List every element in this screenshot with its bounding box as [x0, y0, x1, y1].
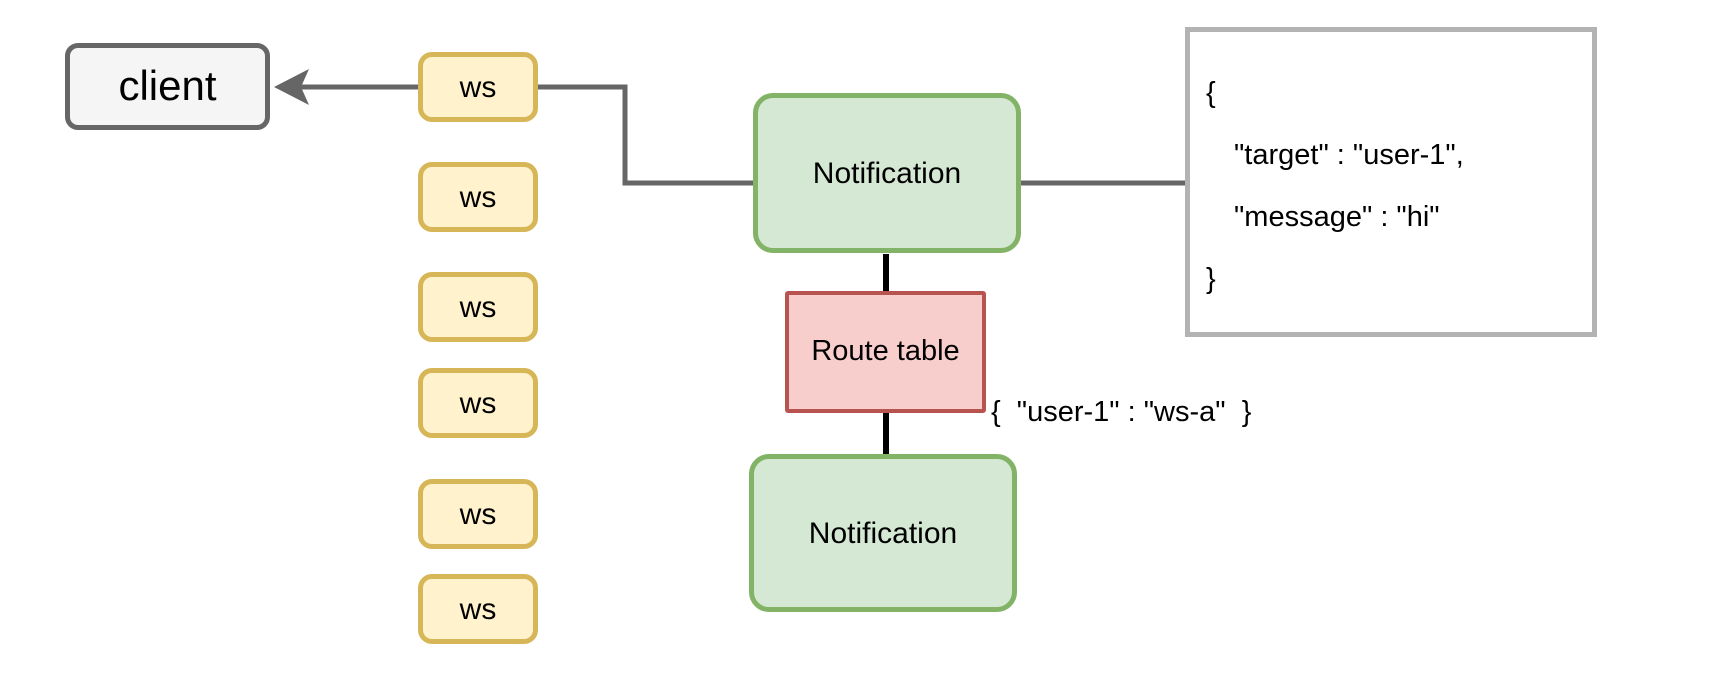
- client-node: client: [65, 43, 270, 130]
- payload-line-target: "target" : "user-1",: [1234, 139, 1464, 171]
- route-table-label: Route table: [811, 335, 960, 368]
- message-payload-box: { "target" : "user-1", "message" : "hi" …: [1185, 27, 1597, 337]
- client-label: client: [118, 62, 217, 110]
- notification-top-label: Notification: [812, 156, 962, 190]
- ws-node-3: ws: [418, 272, 538, 342]
- ws-label: ws: [459, 386, 497, 420]
- ws-label: ws: [459, 70, 497, 104]
- route-table-annotation: { "user-1" : "ws-a" }: [991, 396, 1252, 428]
- arrowhead-into-client-icon: [274, 69, 309, 105]
- ws-node-4: ws: [418, 368, 538, 438]
- notification-bottom-label: Notification: [808, 516, 958, 550]
- route-table-node: Route table: [785, 291, 986, 413]
- ws-label: ws: [459, 497, 497, 531]
- ws-label: ws: [459, 290, 497, 324]
- ws-node-2: ws: [418, 162, 538, 232]
- ws-node-6: ws: [418, 574, 538, 644]
- ws-node-1: ws: [418, 52, 538, 122]
- ws-label: ws: [459, 180, 497, 214]
- notification-node-bottom: Notification: [749, 454, 1017, 612]
- ws-node-5: ws: [418, 479, 538, 549]
- notification-node-top: Notification: [753, 93, 1021, 253]
- payload-line-message: "message" : "hi": [1234, 201, 1440, 233]
- payload-line-open-brace: {: [1206, 77, 1216, 109]
- payload-line-close-brace: }: [1206, 263, 1216, 295]
- ws-label: ws: [459, 592, 497, 626]
- edge-notification-to-ws-elbow: [538, 84, 753, 186]
